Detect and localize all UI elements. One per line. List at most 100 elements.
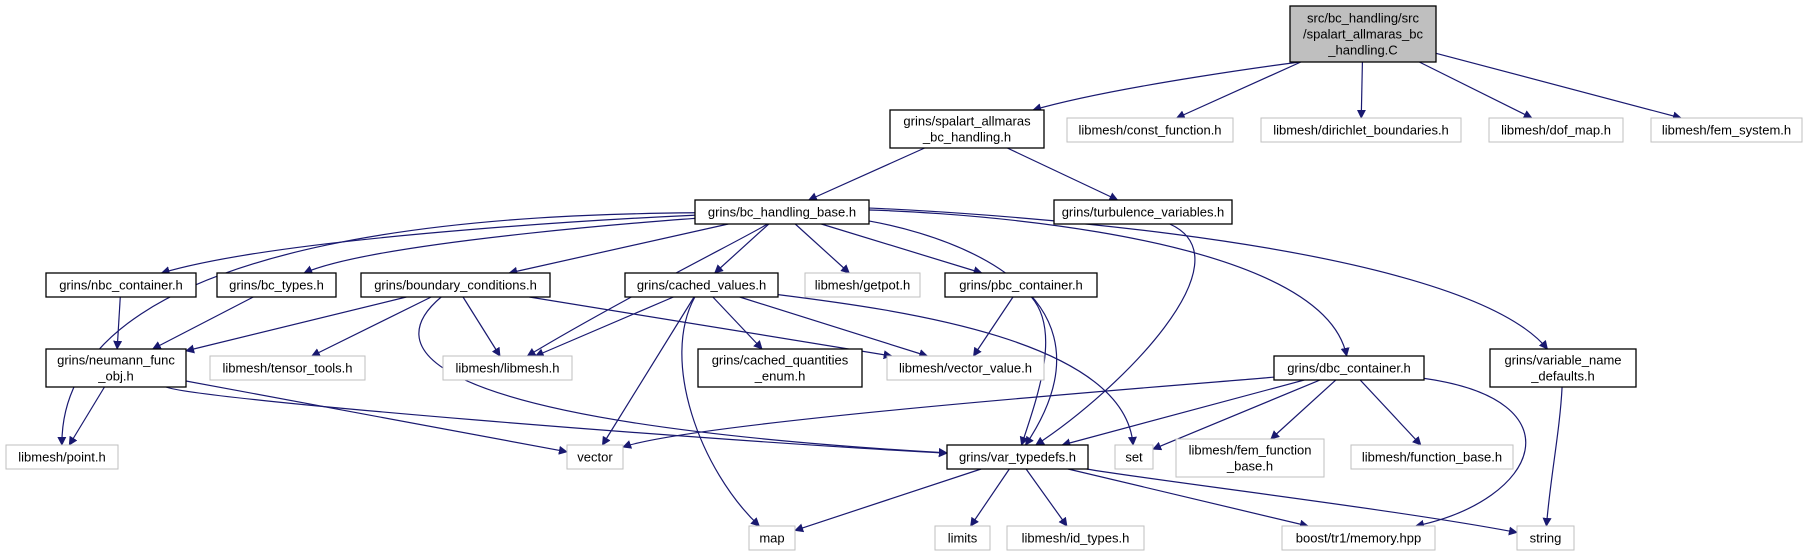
node-neumann-func[interactable]: grins/neumann_func_obj.h: [45, 348, 187, 388]
edge-boundary_conditions-to-libmesh: [462, 296, 501, 357]
node-label-line: grins/nbc_container.h: [59, 278, 183, 293]
edge-bc_handling_base-to-libmesh: [526, 223, 768, 357]
node-nbc-container[interactable]: grins/nbc_container.h: [45, 272, 197, 298]
edge-root-to-fem_system: [1435, 52, 1682, 121]
node-box: [566, 444, 624, 470]
node-set: set: [1114, 444, 1154, 470]
node-point: libmesh/point.h: [5, 444, 119, 470]
node-label-line: libmesh/function_base.h: [1362, 450, 1502, 465]
node-fem-function-base: libmesh/fem_function_base.h: [1175, 438, 1325, 478]
edge-dbc_container-to-function_base: [1359, 379, 1422, 446]
edge-bc_types-to-neumann_func: [151, 296, 254, 350]
node-label-line: grins/cached_quantities: [712, 353, 849, 368]
node-var-typedefs[interactable]: grins/var_typedefs.h: [946, 444, 1089, 470]
node-label-line: libmesh/id_types.h: [1022, 531, 1130, 546]
node-label-line: _handling.C: [1327, 43, 1397, 58]
node-box: [934, 525, 991, 551]
node-label-line: libmesh/dof_map.h: [1501, 123, 1611, 138]
node-box: [360, 272, 551, 298]
node-box: [1114, 444, 1154, 470]
node-turbulence-variables[interactable]: grins/turbulence_variables.h: [1053, 199, 1233, 225]
node-label-line: grins/neumann_func: [57, 353, 175, 368]
node-box: [1175, 438, 1325, 478]
node-box: [45, 348, 187, 388]
node-label-line: map: [759, 531, 784, 546]
edge-cached_values-to-libmesh: [534, 296, 674, 357]
node-box: [694, 199, 870, 225]
node-root[interactable]: src/bc_handling/src/spalart_allmaras_bc_…: [1289, 5, 1437, 63]
dependency-edges: [57, 52, 1682, 536]
edge-dbc_container-to-var_typedefs: [1061, 379, 1305, 448]
node-cached-values[interactable]: grins/cached_values.h: [624, 272, 779, 298]
node-box: [886, 355, 1045, 381]
node-id-types: libmesh/id_types.h: [1006, 525, 1145, 551]
node-label-line: grins/bc_handling_base.h: [708, 205, 856, 220]
node-spalart-h[interactable]: grins/spalart_allmaras_bc_handling.h: [889, 109, 1045, 149]
node-const-function: libmesh/const_function.h: [1066, 117, 1234, 143]
node-dbc-container[interactable]: grins/dbc_container.h: [1273, 355, 1425, 381]
node-label-line: libmesh/getpot.h: [815, 278, 910, 293]
node-box: [1488, 117, 1624, 143]
edge-var_typedefs-to-map: [794, 468, 982, 533]
edge-boundary_conditions-to-neumann_func: [185, 296, 407, 354]
node-box: [1053, 199, 1233, 225]
node-tensor-tools: libmesh/tensor_tools.h: [209, 355, 366, 381]
node-box: [1281, 525, 1436, 551]
node-label-line: grins/spalart_allmaras: [903, 114, 1031, 129]
node-box: [946, 444, 1089, 470]
node-label-line: _defaults.h: [1530, 369, 1595, 384]
node-box: [442, 355, 573, 381]
node-label-line: grins/cached_values.h: [637, 278, 766, 293]
edge-variable_name-to-string: [1542, 386, 1563, 527]
node-pbc-container[interactable]: grins/pbc_container.h: [944, 272, 1098, 298]
edge-neumann_func-to-var_typedefs: [165, 386, 948, 458]
edge-neumann_func-to-point: [68, 386, 105, 446]
node-bc-handling-base[interactable]: grins/bc_handling_base.h: [694, 199, 870, 225]
node-vector: vector: [566, 444, 624, 470]
node-label-line: grins/turbulence_variables.h: [1062, 205, 1225, 220]
node-label-line: grins/var_typedefs.h: [959, 450, 1076, 465]
node-label-line: grins/bc_types.h: [229, 278, 324, 293]
node-box: [1006, 525, 1145, 551]
node-box: [1516, 525, 1575, 551]
node-memory: boost/tr1/memory.hpp: [1281, 525, 1436, 551]
edge-root-to-dirichlet_boundaries: [1356, 61, 1366, 119]
node-string: string: [1516, 525, 1575, 551]
node-box: [804, 272, 921, 298]
node-label-line: vector: [577, 450, 613, 465]
node-box: [1489, 348, 1637, 388]
edge-cached_values-to-vector_value: [739, 296, 929, 358]
node-limits: limits: [934, 525, 991, 551]
node-label-line: libmesh/fem_function: [1189, 443, 1312, 458]
edge-bc_handling_base-to-var_typedefs: [868, 220, 1058, 446]
edge-neumann_func-to-vector: [185, 380, 568, 455]
edge-var_typedefs-to-memory: [1067, 468, 1309, 529]
node-bc-types[interactable]: grins/bc_types.h: [216, 272, 337, 298]
node-box: [216, 272, 337, 298]
node-label-line: grins/dbc_container.h: [1287, 361, 1411, 376]
edge-cached_values-to-cached_quantities: [712, 296, 763, 350]
node-boundary-conditions[interactable]: grins/boundary_conditions.h: [360, 272, 551, 298]
edge-spalart_h-to-bc_handling_base: [807, 147, 925, 201]
edge-dbc_container-to-fem_function_base: [1270, 379, 1337, 440]
edge-bc_handling_base-to-variable_name: [868, 207, 1549, 350]
node-cached-quantities[interactable]: grins/cached_quantities_enum.h: [697, 348, 863, 388]
edge-root-to-dof_map: [1419, 61, 1533, 119]
node-label-line: string: [1530, 531, 1562, 546]
node-box: [889, 109, 1045, 149]
node-label-line: grins/variable_name: [1504, 353, 1621, 368]
node-label-line: grins/pbc_container.h: [959, 278, 1083, 293]
edge-root-to-const_function: [1175, 61, 1302, 119]
node-variable-name[interactable]: grins/variable_name_defaults.h: [1489, 348, 1637, 388]
node-label-line: _base.h: [1226, 459, 1273, 474]
node-label-line: libmesh/vector_value.h: [899, 361, 1032, 376]
node-box: [45, 272, 197, 298]
edge-boundary_conditions-to-tensor_tools: [310, 296, 432, 357]
node-function-base: libmesh/function_base.h: [1350, 444, 1514, 470]
edge-root-to-spalart_h: [1032, 61, 1301, 113]
edge-bc_handling_base-to-bc_types: [303, 217, 696, 274]
node-label-line: grins/boundary_conditions.h: [374, 278, 537, 293]
node-box: [209, 355, 366, 381]
node-label-line: boost/tr1/memory.hpp: [1296, 531, 1421, 546]
